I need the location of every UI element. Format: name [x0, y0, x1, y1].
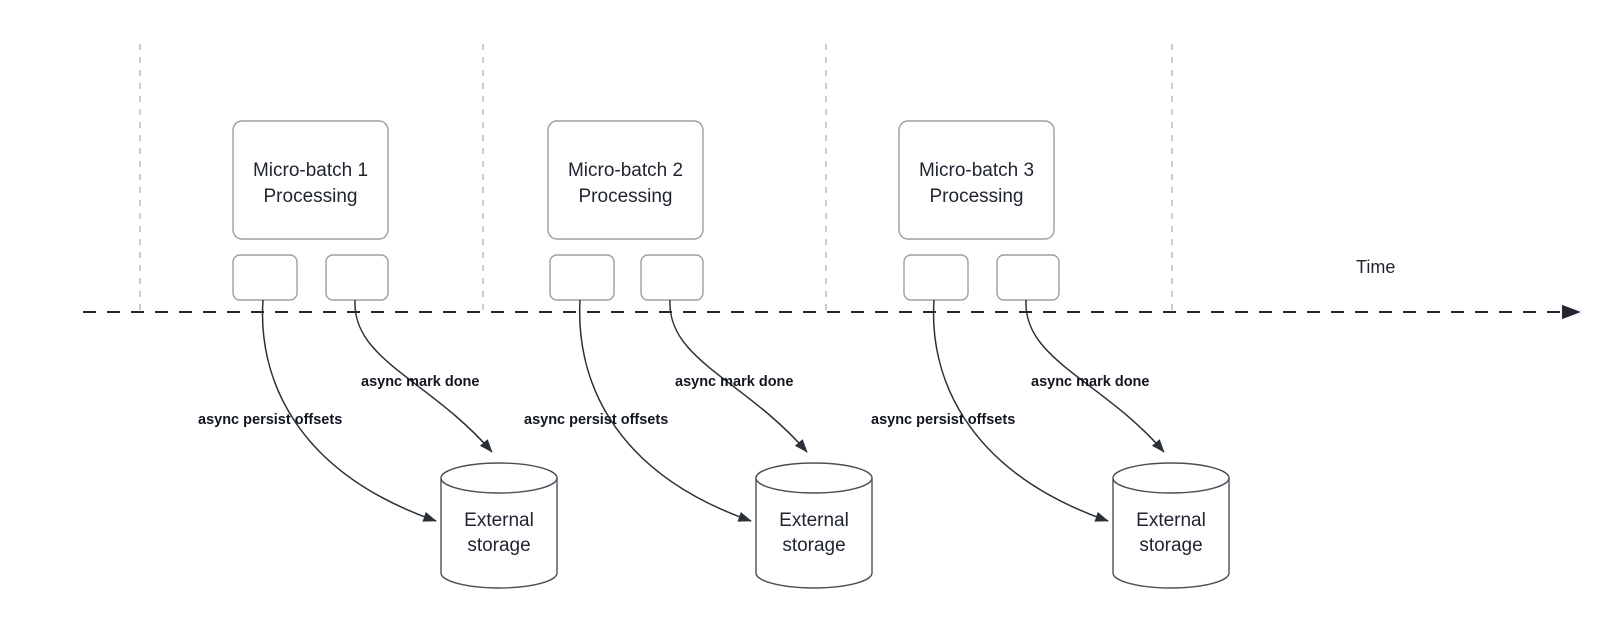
- micro-batch-node[interactable]: Micro-batch 2 Processing: [547, 120, 704, 240]
- persist-offsets-edge: [578, 299, 752, 522]
- external-storage-node[interactable]: External storage: [1112, 462, 1230, 589]
- cylinder-body: [755, 478, 873, 589]
- micro-batch-node[interactable]: Micro-batch 3 Processing: [898, 120, 1055, 240]
- storage-label-line1: External: [464, 510, 534, 531]
- cylinder-body: [440, 478, 558, 589]
- storage-label-line2: storage: [782, 535, 845, 556]
- cylinder-body: [1112, 478, 1230, 589]
- micro-batch-label-line1: Micro-batch 3: [919, 160, 1034, 181]
- timeline-tick-lines: [139, 44, 1173, 314]
- mark-done-edge: [1025, 299, 1165, 453]
- persist-offsets-edge-label: async persist offsets: [871, 412, 1015, 428]
- cylinder-top: [755, 462, 873, 494]
- micro-batch-label-line2: Processing: [579, 186, 673, 207]
- micro-batch-label-line1: Micro-batch 2: [568, 160, 683, 181]
- time-axis-label: Time: [1356, 257, 1395, 277]
- cylinder-top: [1112, 462, 1230, 494]
- external-storage-node[interactable]: External storage: [440, 462, 558, 589]
- micro-batch-rect[interactable]: [547, 120, 704, 240]
- mark-done-task-box[interactable]: [996, 254, 1060, 301]
- mark-done-edge: [669, 299, 808, 453]
- persist-task-box[interactable]: [232, 254, 298, 301]
- storage-label-line1: External: [779, 510, 849, 531]
- micro-batch-node[interactable]: Micro-batch 1 Processing: [232, 120, 389, 240]
- persist-offsets-edge: [932, 299, 1109, 522]
- mark-done-task-box[interactable]: [640, 254, 704, 301]
- storage-label-line2: storage: [467, 535, 530, 556]
- micro-batch-rect[interactable]: [898, 120, 1055, 240]
- mark-done-edge-label: async mark done: [361, 374, 479, 390]
- storage-label-line2: storage: [1139, 535, 1202, 556]
- external-storage-node[interactable]: External storage: [755, 462, 873, 589]
- micro-batch-label-line2: Processing: [930, 186, 1024, 207]
- persist-offsets-edge: [261, 299, 437, 522]
- mark-done-edge-label: async mark done: [1031, 374, 1149, 390]
- mark-done-edge-label: async mark done: [675, 374, 793, 390]
- storage-label-line1: External: [1136, 510, 1206, 531]
- cylinder-top: [440, 462, 558, 494]
- mark-done-task-box[interactable]: [325, 254, 389, 301]
- persist-task-box[interactable]: [903, 254, 969, 301]
- persist-task-box[interactable]: [549, 254, 615, 301]
- micro-batch-label-line2: Processing: [264, 186, 358, 207]
- micro-batch-label-line1: Micro-batch 1: [253, 160, 368, 181]
- micro-batch-rect[interactable]: [232, 120, 389, 240]
- mark-done-edge: [354, 299, 493, 453]
- persist-offsets-edge-label: async persist offsets: [524, 412, 668, 428]
- persist-offsets-edge-label: async persist offsets: [198, 412, 342, 428]
